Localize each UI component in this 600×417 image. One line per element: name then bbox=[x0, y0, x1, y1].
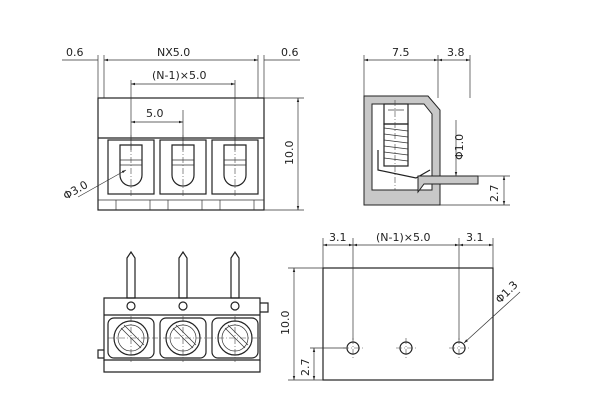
pcb-holes bbox=[343, 338, 469, 358]
side-view: 7.5 3.8 Φ1.0 2.7 bbox=[363, 46, 510, 206]
pin-view bbox=[97, 250, 269, 373]
terminal-pockets bbox=[107, 135, 259, 210]
screw-heads bbox=[107, 316, 262, 362]
dim-pitch: 5.0 bbox=[146, 107, 164, 120]
dim-height: 10.0 bbox=[283, 141, 296, 166]
dim-span-bottom: (N-1)×5.0 bbox=[376, 231, 431, 244]
footprint-outline bbox=[322, 267, 494, 381]
dim-pcb-hole-diameter: Φ1.3 bbox=[493, 278, 521, 306]
dim-pin-row: 2.7 bbox=[299, 359, 312, 377]
dim-span: (N-1)×5.0 bbox=[152, 69, 207, 82]
dim-edge-right: 3.1 bbox=[466, 231, 484, 244]
dim-margin-left: 0.6 bbox=[66, 46, 84, 59]
dim-pin-height: 2.7 bbox=[488, 185, 501, 203]
dim-pin-diameter: Φ1.0 bbox=[453, 134, 466, 160]
dim-edge-left: 3.1 bbox=[329, 231, 347, 244]
dim-height-bottom: 10.0 bbox=[279, 311, 292, 336]
pins bbox=[126, 250, 240, 311]
dim-body-depth: 7.5 bbox=[392, 46, 410, 59]
dim-total-width: NX5.0 bbox=[157, 46, 190, 59]
front-view: 0.6 NX5.0 0.6 (N-1)×5.0 5.0 bbox=[61, 46, 304, 211]
dim-pin-offset: 3.8 bbox=[447, 46, 465, 59]
footprint-view: 3.1 (N-1)×5.0 3.1 Φ1.3 10.0 2.7 bbox=[279, 231, 521, 381]
front-body-outline bbox=[97, 97, 265, 211]
dim-hole-diameter: Φ3.0 bbox=[61, 178, 90, 202]
dim-margin-right: 0.6 bbox=[281, 46, 299, 59]
